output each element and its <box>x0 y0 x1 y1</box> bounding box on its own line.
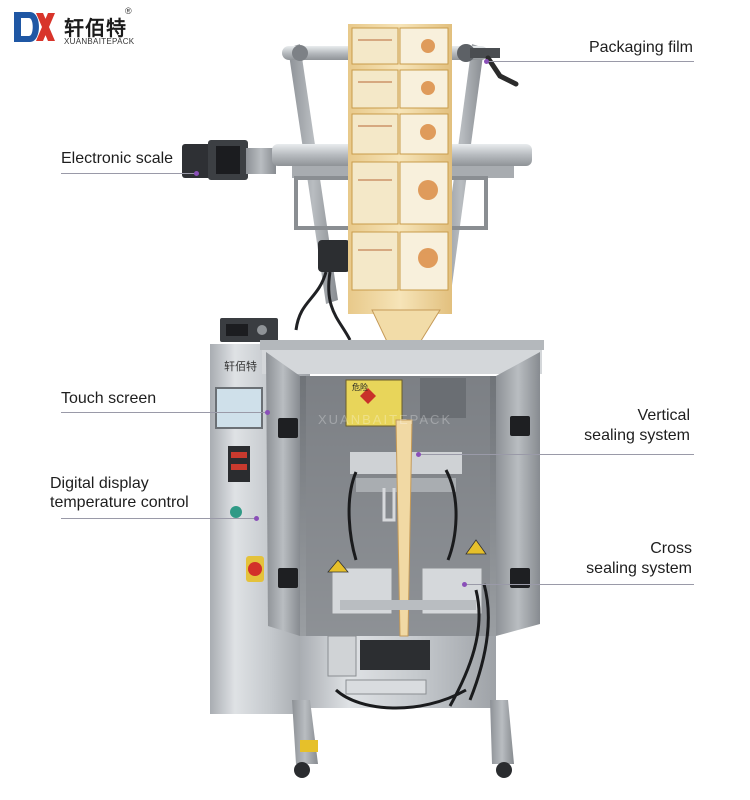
pointer-dot-temperature-control <box>254 516 259 521</box>
cabinet-brand-text: 轩佰特 <box>224 360 257 373</box>
guide-line-cross-sealing <box>464 584 694 585</box>
vertical-sealing-system <box>345 378 466 637</box>
cabinet-watermark: XUANBAITEPACK <box>318 412 453 427</box>
label-cross-line1: Cross <box>650 540 692 557</box>
warning-label-title: 危险 <box>352 383 368 392</box>
cutter-unit <box>327 635 467 710</box>
guide-line-electronic-scale <box>61 173 196 174</box>
pointer-dot-vertical-sealing <box>416 452 421 457</box>
guide-line-vertical-sealing <box>418 454 694 455</box>
pointer-dot-touch-screen <box>265 410 270 415</box>
label-temperature-line2: temperature control <box>50 494 189 511</box>
temperature-controller-box <box>220 318 278 342</box>
pointer-dot-packaging-film <box>484 59 489 64</box>
brand-name-en: XUANBAITEPACK <box>64 37 135 46</box>
label-cross-line2: sealing system <box>586 560 692 577</box>
label-packaging-film: Packaging film <box>588 39 693 56</box>
machine-base <box>292 700 514 778</box>
label-temperature-line1: Digital display <box>50 475 149 492</box>
packaging-film-roll <box>348 24 452 353</box>
brand-name-cn: 轩佰特 <box>64 16 127 40</box>
cross-sealing-system <box>327 539 490 707</box>
label-touch-screen: Touch screen <box>61 390 157 407</box>
label-vertical-line2: sealing system <box>584 427 690 444</box>
brand-logo: 轩佰特 ® XUANBAITEPACK <box>12 6 212 48</box>
guide-line-packaging-film <box>486 61 694 62</box>
registered-mark: ® <box>125 6 132 16</box>
guide-line-temperature-control <box>61 518 257 519</box>
control-panel <box>215 387 264 582</box>
xbt-logo-icon <box>14 12 55 42</box>
pointer-dot-electronic-scale <box>194 171 199 176</box>
guide-line-touch-screen <box>61 412 267 413</box>
label-vertical-line1: Vertical <box>637 407 690 424</box>
label-electronic-scale: Electronic scale <box>61 150 174 167</box>
pointer-dot-cross-sealing <box>462 582 467 587</box>
